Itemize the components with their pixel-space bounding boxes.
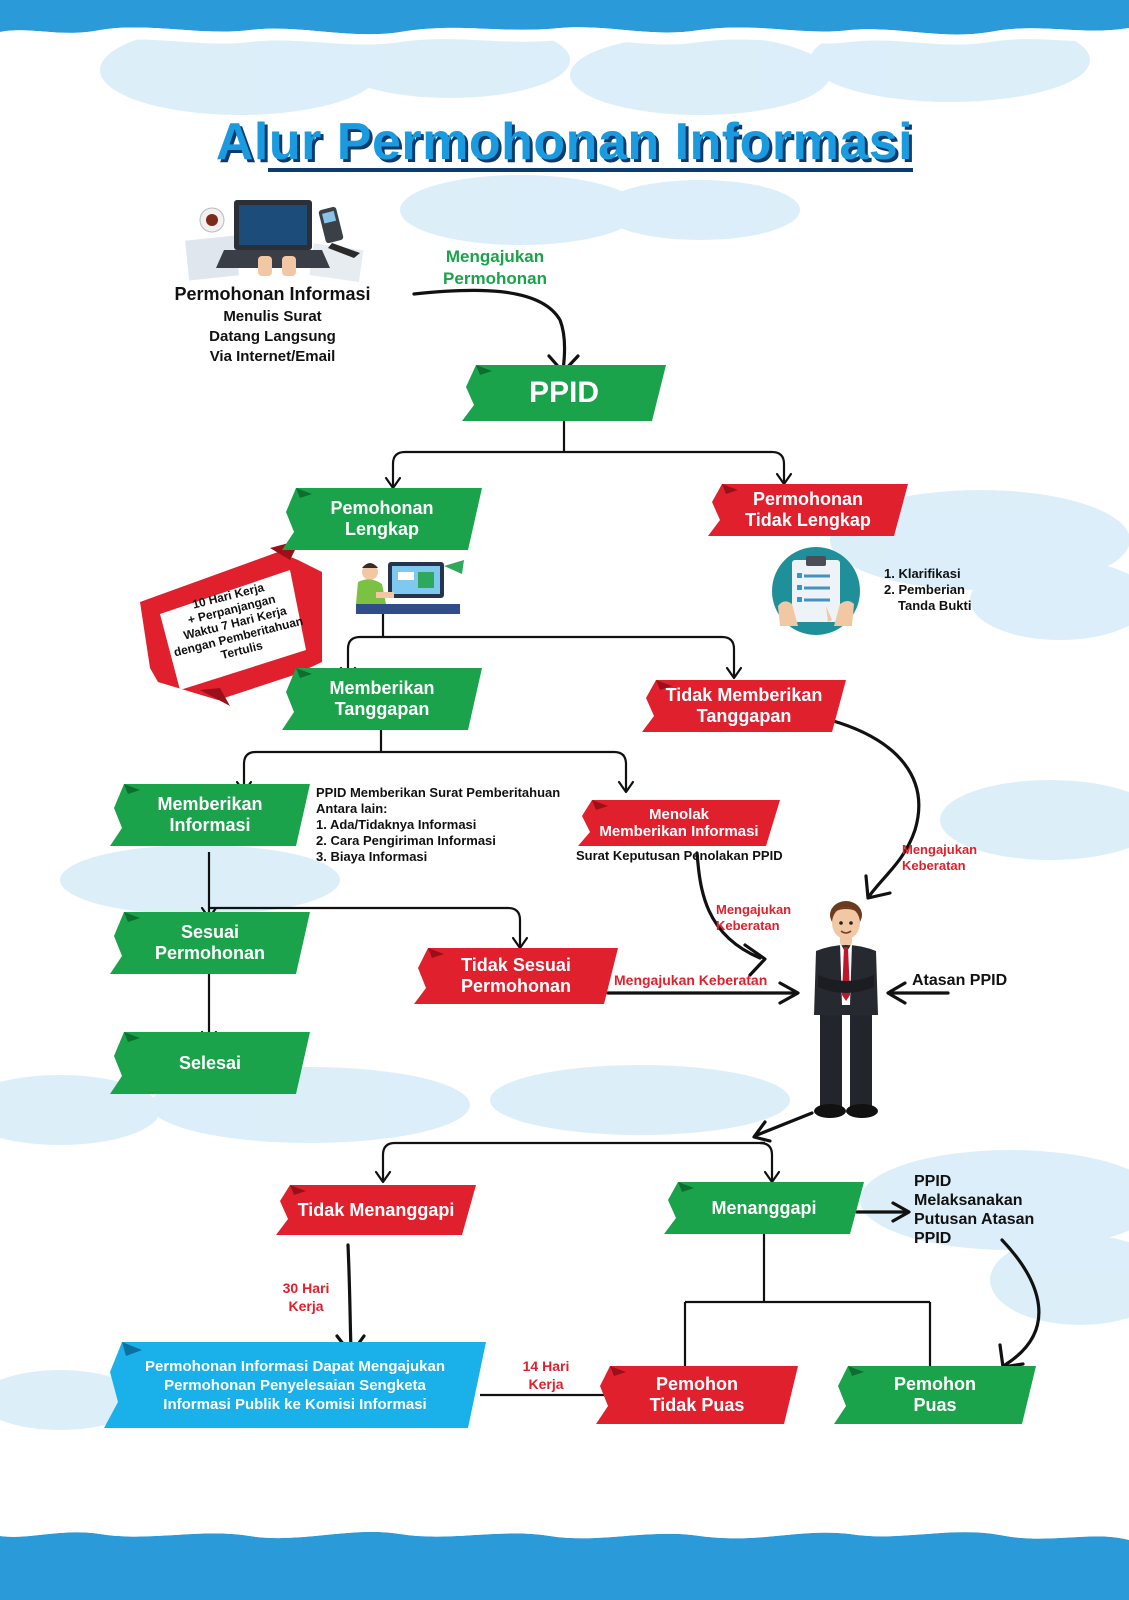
node-tidak-menanggapi: Tidak Menanggapi — [276, 1185, 476, 1235]
page-title: Alur Permohonan Informasi — [215, 113, 914, 171]
node-menolak-line-1: Menolak — [648, 805, 709, 823]
node-komisi-line-1: Permohonan Informasi Dapat Mengajukan — [144, 1357, 446, 1375]
label-14-hari-2: Kerja — [528, 1376, 564, 1392]
label-keberatan-1b: Keberatan — [902, 858, 966, 873]
node-memberikan-informasi: Memberikan Informasi — [110, 784, 310, 846]
start-line-1: Menulis Surat — [223, 308, 322, 325]
node-memberikan-tanggapan-line-1: Memberikan — [329, 678, 435, 699]
note-surat-pemberitahuan: PPID Memberikan Surat Pemberitahuan Anta… — [316, 785, 560, 865]
node-memberikan-informasi-line-1: Memberikan — [157, 794, 263, 815]
note-pelaksanaan: PPID Melaksanakan Putusan Atasan PPID — [914, 1172, 1034, 1248]
node-pemohon-puas: Pemohon Puas — [834, 1366, 1036, 1424]
note-surat-3: 1. Ada/Tidaknya Informasi — [316, 817, 477, 832]
node-menanggapi: Menanggapi — [664, 1182, 864, 1234]
node-ppid: PPID — [462, 365, 666, 421]
node-pemohon-tidak-puas: Pemohon Tidak Puas — [596, 1366, 798, 1424]
node-tidak-lengkap-line-2: Tidak Lengkap — [745, 510, 871, 530]
businessman-illustration — [814, 901, 878, 1118]
node-sesuai-line-2: Permohonan — [154, 943, 265, 963]
node-sesuai-permohonan: Sesuai Permohonan — [110, 912, 310, 974]
note-pelaksanaan-4: PPID — [914, 1230, 952, 1247]
node-puas-line-2: Puas — [913, 1395, 957, 1415]
node-komisi-line-3: Informasi Publik ke Komisi Informasi — [163, 1395, 427, 1413]
node-ppid-label: PPID — [528, 375, 600, 409]
label-30-hari-1: 30 Hari — [282, 1280, 330, 1296]
label-mengajukan-permohonan-2: Permohonan — [443, 269, 547, 288]
note-pelaksanaan-2: Melaksanakan — [914, 1192, 1023, 1209]
node-memberikan-informasi-line-2: Informasi — [169, 815, 251, 835]
node-sesuai-line-1: Sesuai — [180, 922, 240, 943]
node-tidak-puas-line-2: Tidak Puas — [649, 1395, 745, 1415]
node-puas-line-1: Pemohon — [893, 1374, 976, 1395]
node-pemohonan-lengkap-line-1: Pemohonan — [330, 498, 434, 519]
note-surat-4: 2. Cara Pengiriman Informasi — [316, 833, 496, 848]
node-memberikan-tanggapan: Memberikan Tanggapan — [282, 668, 482, 730]
laptop-illustration — [185, 200, 364, 282]
start-line-2: Datang Langsung — [209, 328, 336, 345]
node-menolak: Menolak Memberikan Informasi — [578, 800, 780, 846]
label-penolakan: Surat Keputusan Penolakan PPID — [576, 848, 783, 863]
node-pemohonan-lengkap-line-2: Lengkap — [344, 519, 419, 539]
note-surat-2: Antara lain: — [316, 801, 388, 816]
node-memberikan-tanggapan-line-2: Tanggapan — [334, 699, 430, 719]
note-klarifikasi-2: 2. Pemberian — [884, 582, 965, 597]
label-atasan-ppid: Atasan PPID — [912, 972, 1008, 989]
note-klarifikasi-1: 1. Klarifikasi — [884, 566, 961, 581]
node-menanggapi-label: Menanggapi — [711, 1197, 817, 1218]
node-tidak-puas-line-1: Pemohon — [655, 1374, 738, 1395]
note-surat-1: PPID Memberikan Surat Pemberitahuan — [316, 785, 561, 800]
node-tidak-memberikan-line-1: Tidak Memberikan — [665, 685, 823, 706]
start-line-3: Via Internet/Email — [209, 348, 336, 365]
clipboard-illustration — [772, 547, 860, 635]
label-keberatan-2a: Mengajukan — [716, 902, 792, 917]
node-pemohonan-lengkap: Pemohonan Lengkap — [282, 488, 482, 550]
node-menolak-line-2: Memberikan Informasi — [599, 823, 759, 840]
label-30-hari-2: Kerja — [288, 1298, 324, 1314]
node-tidak-sesuai-line-1: Tidak Sesuai — [461, 955, 571, 976]
node-selesai-label: Selesai — [178, 1052, 242, 1073]
node-komisi-line-2: Permohonan Penyelesaian Sengketa — [164, 1376, 426, 1394]
node-tidak-memberikan-tanggapan: Tidak Memberikan Tanggapan — [642, 680, 846, 732]
node-tidak-lengkap-line-1: Permohonan — [752, 489, 863, 510]
node-komisi-informasi: Permohonan Informasi Dapat Mengajukan Pe… — [104, 1342, 486, 1428]
node-tidak-menanggapi-label: Tidak Menanggapi — [297, 1199, 455, 1220]
node-tidak-sesuai-line-2: Permohonan — [460, 976, 571, 996]
note-surat-5: 3. Biaya Informasi — [316, 849, 428, 864]
label-14-hari-1: 14 Hari — [522, 1358, 570, 1374]
label-keberatan-2b: Keberatan — [716, 918, 780, 933]
node-tidak-sesuai-permohonan: Tidak Sesuai Permohonan — [414, 948, 618, 1004]
note-pelaksanaan-1: PPID — [914, 1173, 952, 1190]
title-underline — [268, 168, 913, 172]
node-permohonan-tidak-lengkap: Permohonan Tidak Lengkap — [708, 484, 908, 536]
node-selesai: Selesai — [110, 1032, 310, 1094]
label-keberatan-1a: Mengajukan — [902, 842, 978, 857]
node-tidak-memberikan-line-2: Tanggapan — [696, 706, 792, 726]
label-mengajukan-permohonan-1: Mengajukan — [445, 247, 545, 266]
note-klarifikasi-3: Tanda Bukti — [898, 598, 972, 613]
label-keberatan-3: Mengajukan Keberatan — [614, 972, 768, 988]
note-pelaksanaan-3: Putusan Atasan — [914, 1211, 1035, 1228]
start-heading: Permohonan Informasi — [174, 284, 371, 304]
office-worker-illustration — [356, 560, 464, 614]
